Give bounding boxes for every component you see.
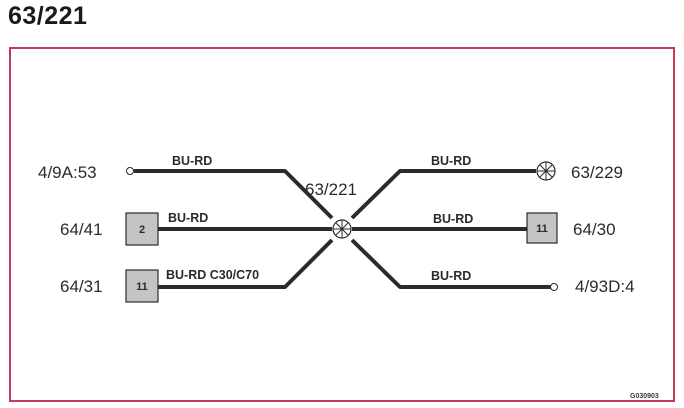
pin-number-left-3: 11 (136, 281, 148, 293)
wire-label-left-3: BU-RD C30/C70 (166, 268, 259, 282)
connector-label-right-1: 63/229 (571, 163, 623, 182)
connector-label-left-1: 4/9A:53 (38, 163, 97, 182)
wire-left-1 (134, 169, 334, 220)
drawing-code: G030903 (630, 393, 659, 400)
splice-connector-icon (536, 161, 556, 181)
wire-left-3 (158, 238, 334, 289)
wire-label-right-1: BU-RD (431, 154, 471, 168)
wire-label-left-2: BU-RD (168, 211, 208, 225)
wire-right-1 (350, 169, 536, 220)
page-title: 63/221 (8, 2, 88, 30)
pin-number-right-2: 11 (536, 223, 548, 235)
pin-box-right-2: 11 (526, 212, 558, 244)
connector-label-left-3: 64/31 (60, 277, 103, 296)
pin-box-left-3: 11 (125, 269, 159, 303)
wire-label-right-2: BU-RD (433, 212, 473, 226)
ring-terminal-icon (550, 283, 558, 291)
connector-label-left-2: 64/41 (60, 220, 103, 239)
center-splice-label: 63/221 (305, 180, 357, 199)
diagram-frame (9, 47, 675, 402)
pin-box-left-2: 2 (125, 212, 159, 246)
wire-label-right-3: BU-RD (431, 269, 471, 283)
pin-number-left-2: 2 (139, 224, 145, 236)
wire-label-left-1: BU-RD (172, 154, 212, 168)
ring-terminal-icon (126, 167, 134, 175)
connector-label-right-2: 64/30 (573, 220, 616, 239)
connector-label-right-3: 4/93D:4 (575, 277, 635, 296)
wire-right-3 (350, 238, 551, 289)
center-splice-icon (332, 219, 352, 239)
